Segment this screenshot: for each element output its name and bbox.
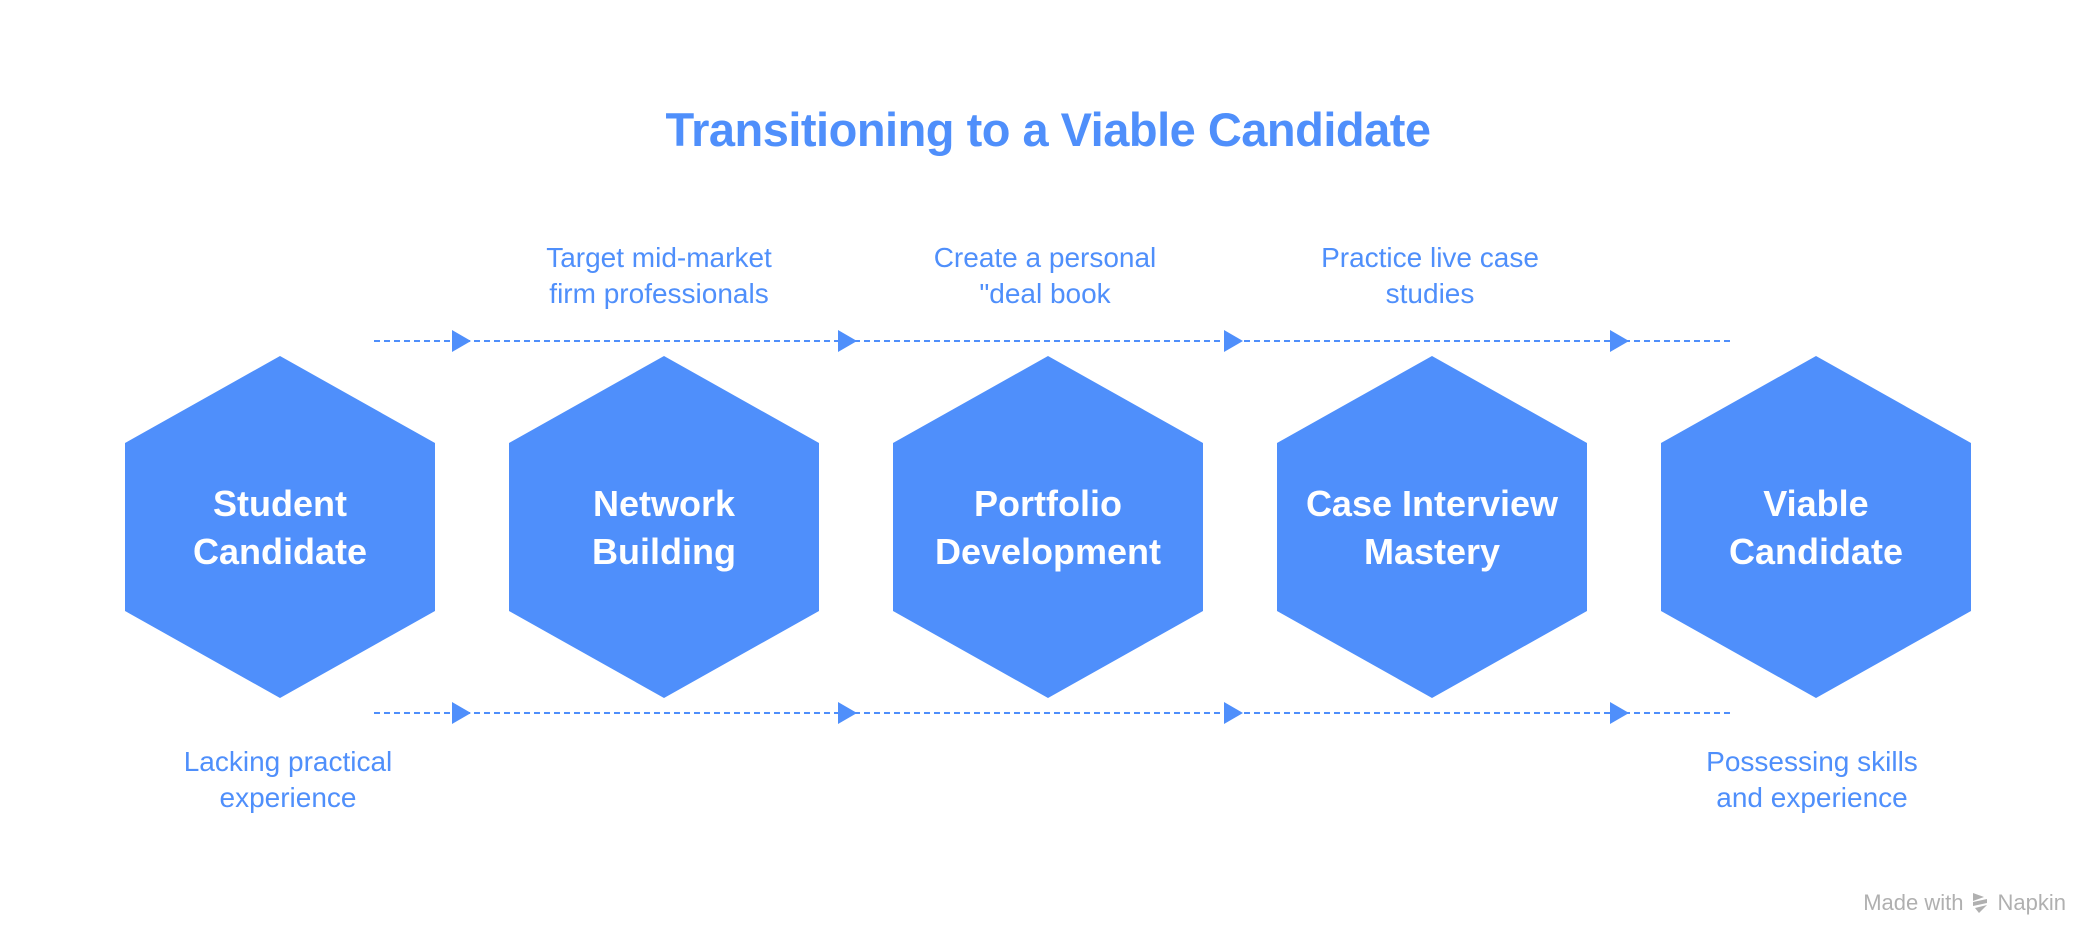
stage-label-line1: Case Interview: [1305, 483, 1559, 524]
diagram-title: Transitioning to a Viable Candidate: [665, 103, 1431, 156]
arrowhead-icon: [1610, 702, 1629, 724]
arrowhead-icon: [1224, 330, 1243, 352]
annotation-end-state: Possessing skills and experience: [1662, 744, 1962, 816]
annotation-line1: Practice live case: [1321, 242, 1539, 273]
stage-label-line1: Portfolio: [974, 483, 1122, 524]
stage-label-line2: Building: [592, 531, 736, 572]
stage-label-network-building: Network Building: [514, 480, 814, 576]
stage-label-student-candidate: Student Candidate: [130, 480, 430, 576]
stage-label-line2: Development: [934, 531, 1162, 572]
annotation-line2: "deal book: [979, 278, 1111, 309]
annotation-network-building: Target mid-market firm professionals: [509, 240, 809, 312]
napkin-brand-label: Napkin: [1997, 890, 2066, 915]
stage-label-line2: Candidate: [192, 531, 368, 572]
arrowhead-icon: [838, 702, 857, 724]
annotation-line2: studies: [1385, 278, 1475, 309]
arrowhead-icon: [1610, 330, 1629, 352]
stage-label-viable-candidate: Viable Candidate: [1666, 480, 1966, 576]
stage-hexagon: [509, 356, 819, 698]
annotation-line2: and experience: [1716, 782, 1908, 813]
annotation-line1: Create a personal: [933, 242, 1157, 273]
stage-label-line1: Viable: [1763, 483, 1869, 524]
stage-hexagon: [125, 356, 435, 698]
annotation-line1: Lacking practical: [183, 746, 393, 777]
stage-hexagon: [893, 356, 1203, 698]
annotation-line2: firm professionals: [549, 278, 769, 309]
arrowhead-icon: [1224, 702, 1243, 724]
arrowhead-icon: [452, 330, 471, 352]
stage-label-case-interview-mastery: Case Interview Mastery: [1282, 480, 1582, 576]
annotation-line1: Target mid-market: [546, 242, 772, 273]
made-with-napkin-footer[interactable]: Made with Napkin: [1863, 890, 2066, 916]
stage-label-line2: Mastery: [1363, 531, 1501, 572]
stage-label-line1: Network: [592, 483, 736, 524]
arrowhead-icon: [838, 330, 857, 352]
stage-label-line2: Candidate: [1728, 531, 1904, 572]
annotation-line1: Possessing skills: [1706, 746, 1918, 777]
stage-hexagon: [1661, 356, 1971, 698]
napkin-logo-icon: [1972, 893, 1987, 913]
annotation-line2: experience: [219, 782, 357, 813]
made-with-label: Made with: [1863, 890, 1964, 915]
stage-label-line1: Student: [213, 483, 347, 524]
annotation-case-interview: Practice live case studies: [1280, 240, 1580, 312]
arrowhead-icon: [452, 702, 471, 724]
stage-label-portfolio-development: Portfolio Development: [898, 480, 1198, 576]
stage-hexagon: [1277, 356, 1587, 698]
annotation-start-state: Lacking practical experience: [138, 744, 438, 816]
annotation-portfolio-development: Create a personal "deal book: [895, 240, 1195, 312]
